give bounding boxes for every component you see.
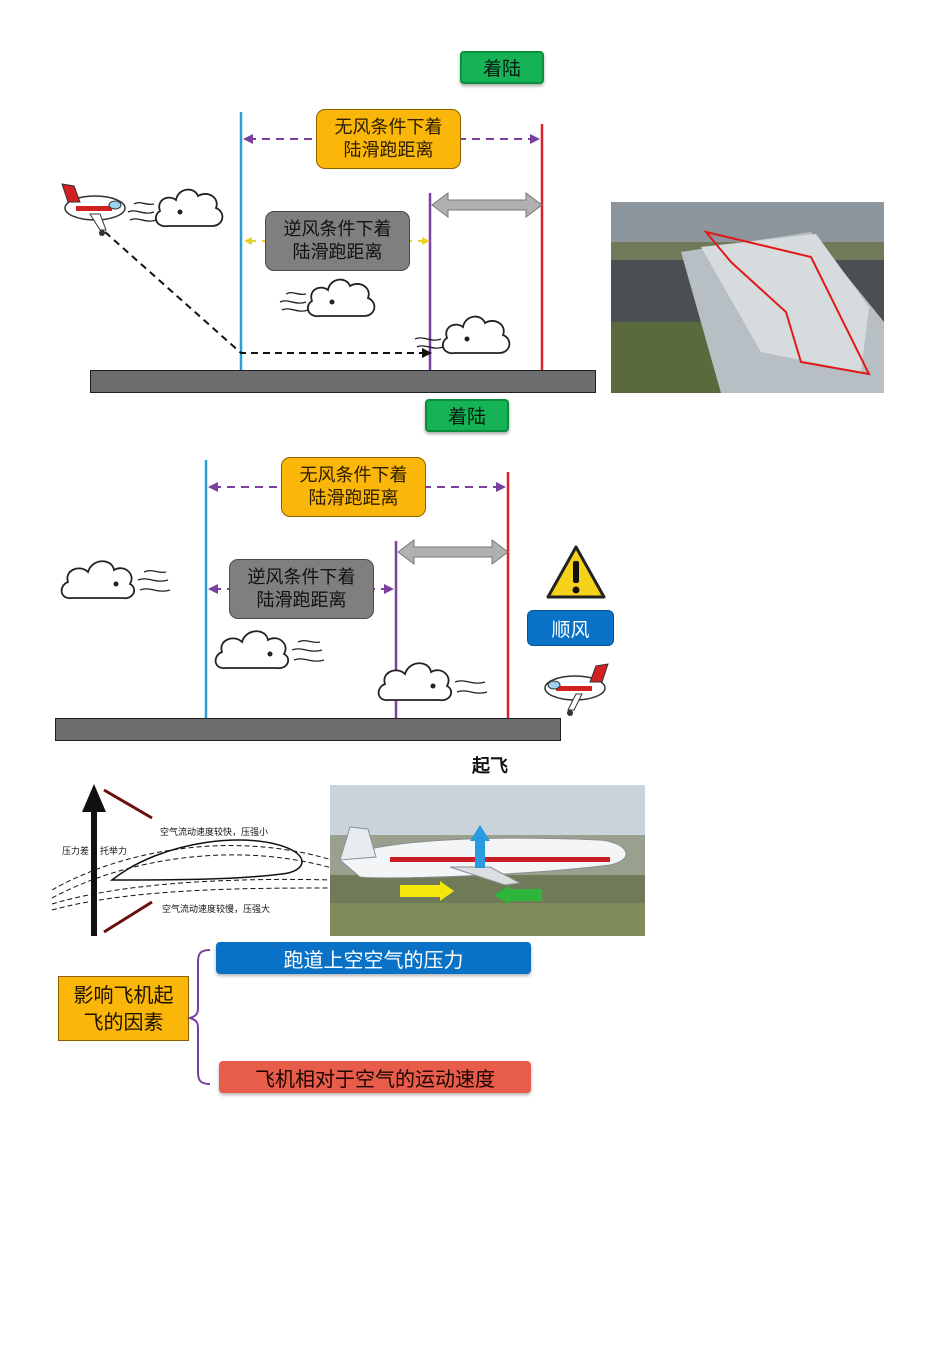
lift-label: 托举力 <box>100 847 128 857</box>
cloud-icon <box>214 630 325 670</box>
headwind-distance-label-middle: 逆风条件下着 陆滑跑距离 <box>229 559 374 619</box>
landing-badge-middle: 着陆 <box>425 399 509 432</box>
cloud-icon <box>414 315 511 355</box>
cloud-icon <box>127 188 224 228</box>
warning-icon <box>546 545 606 599</box>
factor-item-2: 飞机相对于空气的运动速度 <box>219 1061 531 1093</box>
runway-middle <box>55 718 561 741</box>
wing-spoiler-photo <box>611 202 884 393</box>
airplane-icon <box>61 183 126 236</box>
factors-main-box: 影响飞机起 飞的因素 <box>58 976 189 1041</box>
landing-badge-top: 着陆 <box>460 51 544 84</box>
cloud-icon <box>60 560 171 600</box>
takeoff-photo <box>330 785 645 936</box>
takeoff-title: 起飞 <box>472 756 508 777</box>
pressure-diff-label: 压力差 <box>62 847 90 857</box>
factors-bracket <box>186 949 211 1085</box>
cloud-icon <box>279 278 376 318</box>
airfoil-lower-text: 空气流动速度较慢，压强大 <box>162 905 271 915</box>
runway-top <box>90 370 596 393</box>
no-wind-distance-label-middle: 无风条件下着 陆滑跑距离 <box>281 457 426 517</box>
tailwind-badge: 顺风 <box>527 610 614 646</box>
cloud-icon <box>377 662 488 702</box>
airfoil-upper-text: 空气流动速度较快，压强小 <box>160 828 269 838</box>
middle-diagram-lines <box>204 460 510 718</box>
factor-item-1: 跑道上空空气的压力 <box>216 942 531 974</box>
no-wind-distance-label-top: 无风条件下着 陆滑跑距离 <box>316 109 461 169</box>
airfoil-diagram <box>51 784 333 936</box>
headwind-distance-label-top: 逆风条件下着 陆滑跑距离 <box>265 211 410 271</box>
airplane-icon <box>544 663 609 716</box>
